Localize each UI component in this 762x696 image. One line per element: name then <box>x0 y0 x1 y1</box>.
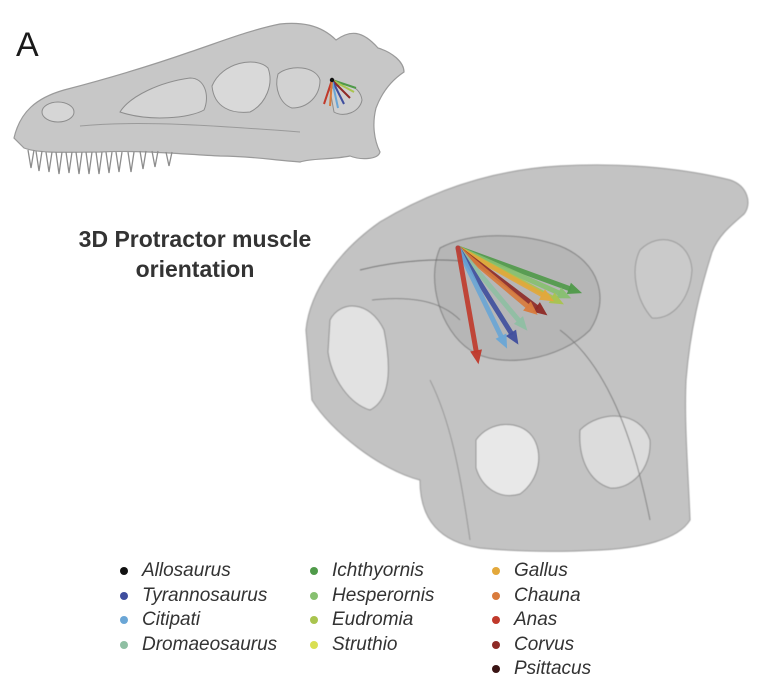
legend-swatch-icon <box>310 567 318 576</box>
legend-label: Citipati <box>142 609 201 631</box>
skull-vector-fan <box>323 77 357 109</box>
legend-label: Allosaurus <box>142 560 231 582</box>
legend-label: Chauna <box>514 584 581 606</box>
legend-label: Eudromia <box>332 609 414 631</box>
legend-swatch-icon <box>120 640 128 649</box>
zoomed-region <box>305 164 749 552</box>
legend-item: Psittacus <box>492 657 591 682</box>
legend-swatch-icon <box>310 616 318 625</box>
legend-swatch-icon <box>120 591 128 600</box>
legend-swatch-icon <box>120 616 128 625</box>
legend-swatch-icon <box>492 640 500 649</box>
legend-item: Ichthyornis <box>310 559 434 584</box>
legend-item: Chauna <box>492 584 591 609</box>
diagram-heading: 3D Protractor muscle orientation <box>40 224 350 284</box>
legend-label: Hesperornis <box>332 584 435 606</box>
legend-item: Eudromia <box>310 608 434 633</box>
legend-label: Ichthyornis <box>332 560 424 582</box>
heading-line-1: 3D Protractor muscle <box>78 226 312 252</box>
legend-item: Anas <box>492 608 591 633</box>
legend-item: Hesperornis <box>310 584 434 609</box>
legend-swatch-icon <box>492 665 500 674</box>
legend-item: Corvus <box>492 633 591 658</box>
legend-swatch-icon <box>310 591 318 600</box>
legend-label: Struthio <box>332 633 398 655</box>
legend-item: Dromaeosaurus <box>120 633 277 658</box>
legend-swatch-icon <box>492 591 500 600</box>
legend-label: Psittacus <box>514 658 592 680</box>
legend-item: Allosaurus <box>120 559 277 584</box>
legend-item: Gallus <box>492 559 591 584</box>
vector-arrow-citipati <box>455 245 508 349</box>
legend-item: Tyrannosaurus <box>120 584 277 609</box>
legend-swatch-icon <box>492 616 500 625</box>
vector-arrow-anas <box>455 245 482 365</box>
legend-label: Corvus <box>514 633 575 655</box>
skull-full-view <box>13 22 405 175</box>
heading-line-2: orientation <box>135 256 255 282</box>
legend-item: Citipati <box>120 608 277 633</box>
legend-label: Dromaeosaurus <box>142 633 278 655</box>
legend-swatch-icon <box>492 567 500 576</box>
legend-item: Struthio <box>310 633 434 658</box>
legend-label: Gallus <box>514 560 568 582</box>
vector-arrow-chauna <box>455 245 538 315</box>
panel-label: A <box>16 26 39 64</box>
legend-label: Anas <box>514 609 558 631</box>
legend-swatch-icon <box>310 640 318 649</box>
vector-arrows <box>455 245 583 365</box>
legend-label: Tyrannosaurus <box>142 584 268 606</box>
legend-swatch-icon <box>120 567 128 576</box>
